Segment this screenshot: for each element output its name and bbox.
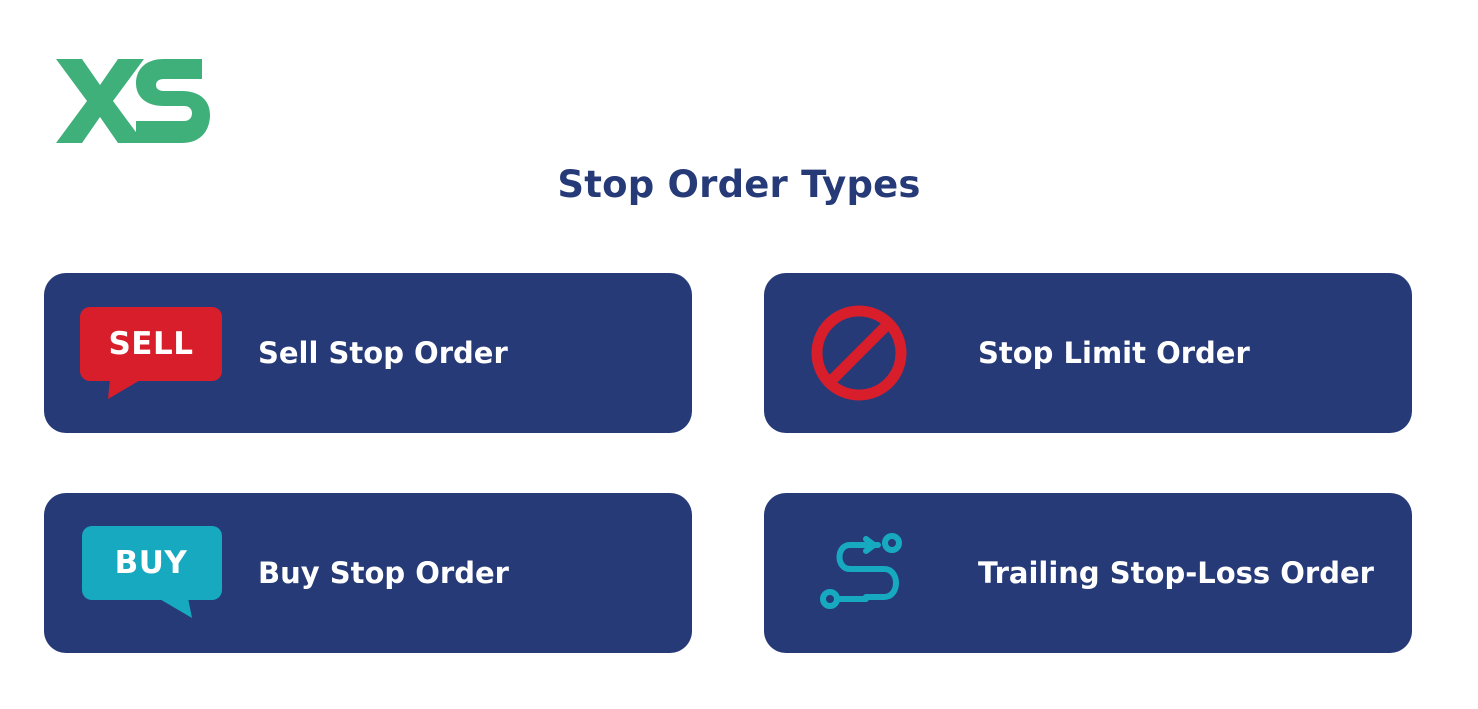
card-sell-stop-order: SELL Sell Stop Order (44, 273, 692, 433)
card-label: Sell Stop Order (258, 336, 508, 370)
xs-logo: XS (52, 55, 212, 147)
sell-bubble-icon: SELL (80, 307, 222, 401)
card-label: Trailing Stop-Loss Order (978, 556, 1374, 590)
card-trailing-stop-loss-order: Trailing Stop-Loss Order (764, 493, 1412, 653)
card-label: Buy Stop Order (258, 556, 509, 590)
buy-badge-text: BUY (114, 545, 188, 581)
buy-bubble-icon: BUY (80, 526, 222, 620)
page-title: Stop Order Types (557, 163, 921, 206)
card-stop-limit-order: Stop Limit Order (764, 273, 1412, 433)
card-label: Stop Limit Order (978, 336, 1250, 370)
trailing-path-icon (820, 533, 902, 609)
card-buy-stop-order: BUY Buy Stop Order (44, 493, 692, 653)
prohibited-icon (811, 305, 907, 401)
xs-logo-icon (56, 59, 210, 143)
sell-badge-text: SELL (108, 326, 194, 362)
